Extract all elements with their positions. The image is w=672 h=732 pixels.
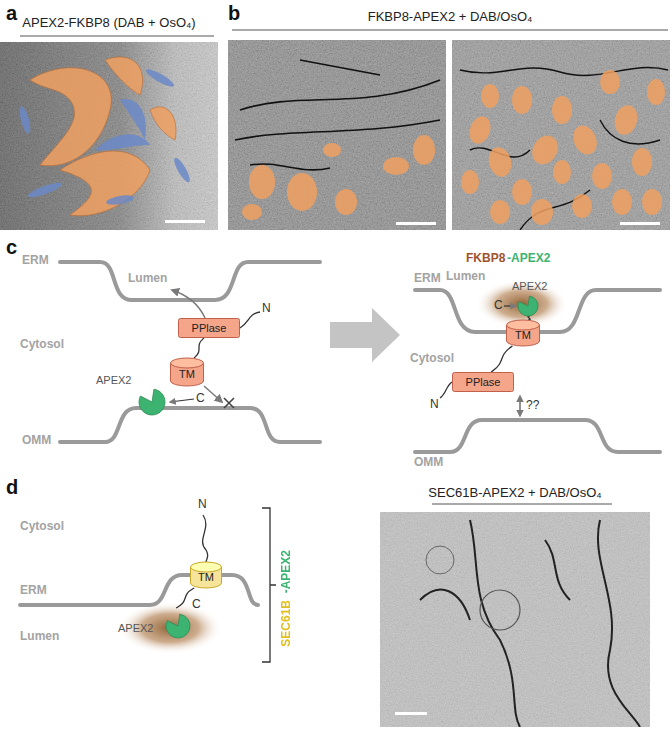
node-text: APEX2 — [512, 280, 547, 292]
construct-name: -APEX2 — [507, 252, 550, 265]
tm-domain: TM — [506, 320, 540, 346]
membrane — [20, 575, 258, 605]
terminus-label: N — [262, 302, 271, 315]
terminus-label: C — [192, 598, 201, 611]
compartment-label: OMM — [22, 434, 51, 447]
panel-letter: a — [6, 2, 17, 24]
panel-title: FKBP8-APEX2 + DAB/OsO₄ — [228, 10, 672, 24]
compartment-label: Lumen — [446, 270, 485, 283]
node-text: TM — [170, 363, 204, 386]
node-text: PPlase — [178, 318, 240, 338]
terminus-label: N — [430, 398, 439, 411]
node-text: APEX2 — [96, 374, 131, 386]
ppiase-domain: PPlase — [452, 372, 514, 392]
node-text: PPlase — [452, 372, 514, 392]
unknown-mark: ?? — [526, 399, 539, 412]
apex2-enzyme: APEX2 — [96, 372, 170, 418]
linker-chain — [491, 346, 512, 372]
title-rule — [432, 504, 612, 505]
membrane — [60, 262, 320, 442]
title-rule — [20, 36, 214, 37]
compartment-label: Cytosol — [410, 352, 454, 365]
terminus-label: C — [494, 299, 503, 312]
topology-arrow — [172, 290, 205, 318]
transition-arrow — [330, 308, 400, 362]
compartment-label: OMM — [414, 456, 443, 469]
ppiase-domain: PPlase — [178, 318, 240, 338]
panel-title: SEC61B-APEX2 + DAB/OsO₄ — [380, 486, 650, 500]
node-text: TM — [190, 567, 222, 588]
panel-letter: d — [6, 476, 18, 498]
construct-name: SEC61B — [280, 600, 293, 647]
linker-chain — [194, 338, 204, 358]
linker-chain — [176, 588, 194, 608]
compartment-label: ERM — [20, 584, 47, 597]
c-terminus-pointer — [504, 305, 516, 306]
compartment-label: Lumen — [20, 630, 59, 643]
compartment-label: Cytosol — [20, 520, 64, 533]
unknown-contact-arrow — [519, 396, 520, 416]
compartment-label: ERM — [22, 254, 49, 267]
compartment-label: ERM — [414, 272, 441, 285]
blocked-arrow — [204, 386, 222, 402]
node-text: TM — [506, 325, 540, 346]
n-terminus-tail — [240, 312, 260, 328]
em-micrograph — [0, 42, 218, 230]
labeling-cloud — [118, 602, 222, 654]
em-micrograph — [380, 512, 650, 727]
apex2-enzyme: APEX2 — [118, 608, 198, 648]
c-terminus-pointer — [170, 399, 194, 402]
node-text: APEX2 — [118, 622, 153, 634]
em-micrograph — [452, 40, 670, 230]
compartment-label: Cytosol — [20, 338, 64, 351]
panel-title: APEX2-FKBP8 (DAB + OsO₄) — [0, 16, 218, 30]
linker-chain — [528, 316, 530, 320]
construct-name: -APEX2 — [280, 550, 293, 593]
title-rule — [232, 30, 668, 31]
panel-letter: b — [228, 2, 240, 24]
tm-domain: TM — [190, 562, 222, 588]
construct-name: FKBP8 — [466, 252, 505, 265]
compartment-label: Lumen — [128, 272, 167, 285]
n-terminus-tail — [440, 382, 452, 398]
n-terminus-tail — [203, 515, 208, 562]
em-micrograph — [228, 40, 446, 230]
construct-bracket — [262, 508, 276, 662]
panel-letter: c — [6, 236, 17, 258]
apex2-enzyme: APEX2 — [512, 280, 562, 316]
block-cross — [224, 398, 234, 408]
terminus-label: N — [198, 498, 207, 511]
membrane — [415, 290, 660, 452]
terminus-label: C — [196, 392, 205, 405]
tm-domain: TM — [170, 358, 204, 386]
